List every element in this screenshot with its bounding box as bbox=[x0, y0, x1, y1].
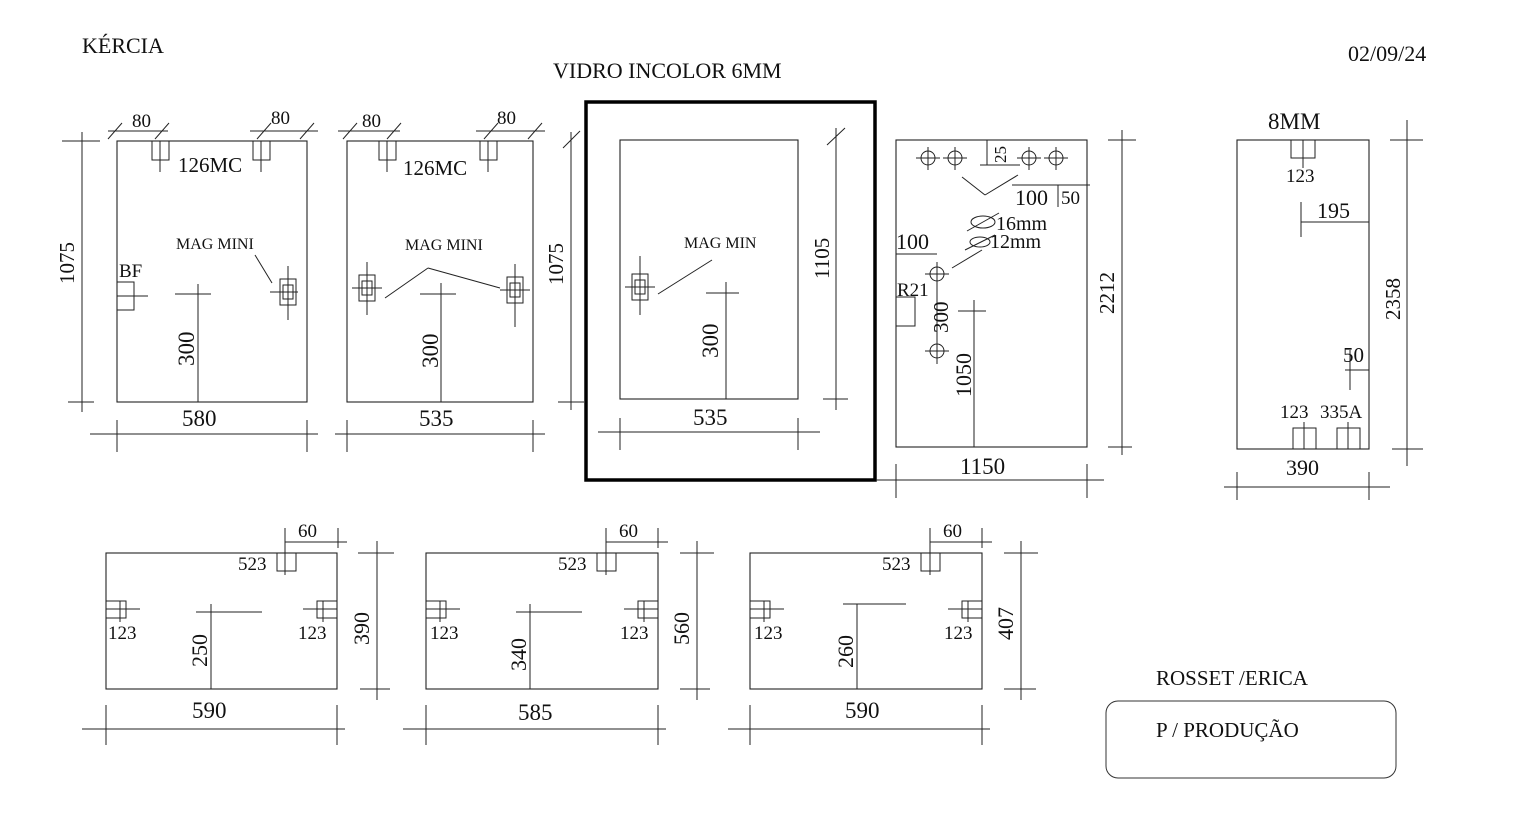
panel6-left-hinge: 123 bbox=[108, 623, 137, 644]
panel1-hinge-note: 126MC bbox=[178, 153, 242, 177]
panel8-left-hinge: 123 bbox=[754, 623, 783, 644]
panel4-left-offset: 100 bbox=[896, 229, 929, 254]
panel7-right-hinge: 123 bbox=[620, 623, 649, 644]
panel7-offset: 60 bbox=[619, 521, 638, 542]
panel4-top-offset: 25 bbox=[991, 146, 1010, 163]
panel1-height: 1075 bbox=[55, 242, 79, 284]
panel7-handle-height: 340 bbox=[506, 638, 531, 671]
panel6-handle-height: 250 bbox=[187, 634, 212, 667]
panel7-width: 585 bbox=[518, 700, 553, 725]
panel-2: 80 80 126MC 535 MAG MINI 300 1075 bbox=[335, 108, 584, 452]
panel4-hole-big: 16mm bbox=[996, 213, 1048, 235]
panel1-offset-right: 80 bbox=[271, 108, 290, 129]
panel7-height: 560 bbox=[669, 612, 694, 645]
panel-1: 80 80 126MC 1075 580 BF 300 MAG MINI bbox=[55, 108, 318, 452]
panel2-offset-left: 80 bbox=[362, 111, 381, 132]
panel6-height: 390 bbox=[349, 612, 374, 645]
panel5-thickness: 8MM bbox=[1268, 109, 1320, 134]
panel2-handle-height: 300 bbox=[418, 334, 443, 369]
sheet-title: VIDRO INCOLOR 6MM bbox=[553, 58, 782, 83]
production-stamp: P / PRODUÇÃO bbox=[1156, 718, 1299, 742]
panel2-width: 535 bbox=[419, 406, 454, 431]
panel5-height: 2358 bbox=[1381, 278, 1405, 320]
panel7-left-hinge: 123 bbox=[430, 623, 459, 644]
panel6-top-hinge: 523 bbox=[238, 554, 267, 575]
panel6-width: 590 bbox=[192, 698, 227, 723]
panel2-hinge-note: 126MC bbox=[403, 156, 467, 180]
panel-5: 8MM 123 195 50 123 335A 2358 390 bbox=[1224, 109, 1423, 500]
production-stamp-box bbox=[1105, 700, 1397, 779]
panel2-latch: MAG MINI bbox=[405, 237, 483, 254]
panel6-offset: 60 bbox=[298, 521, 317, 542]
highlight-frame bbox=[584, 100, 877, 482]
panel8-offset: 60 bbox=[943, 521, 962, 542]
panel5-top-hinge: 123 bbox=[1286, 166, 1315, 187]
panel5-width: 390 bbox=[1286, 455, 1319, 480]
panel2-offset-right: 80 bbox=[497, 108, 516, 129]
panel5-bottom-hinge-1: 123 bbox=[1280, 402, 1309, 423]
panel7-top-hinge: 523 bbox=[558, 554, 587, 575]
panel-8: 60 523 123 123 260 407 590 bbox=[728, 521, 1038, 745]
panel8-right-hinge: 123 bbox=[944, 623, 973, 644]
panel6-right-hinge: 123 bbox=[298, 623, 327, 644]
panel8-handle-height: 260 bbox=[833, 635, 858, 668]
panel1-width: 580 bbox=[182, 406, 217, 431]
panel3-width: 535 bbox=[693, 405, 728, 430]
panel4-height: 2212 bbox=[1095, 272, 1119, 314]
panel5-bottom-hinge-2: 335A bbox=[1320, 402, 1363, 423]
panel3-handle-height: 300 bbox=[698, 324, 723, 359]
panel4-hole-height: 300 bbox=[929, 302, 953, 334]
panel4-height-mark: 1050 bbox=[951, 353, 976, 397]
panel4-edge-offset: 50 bbox=[1061, 188, 1080, 209]
panel1-latch: MAG MINI bbox=[176, 236, 254, 253]
panel5-bottom-offset: 50 bbox=[1343, 343, 1364, 367]
panel3-height: 1105 bbox=[810, 238, 834, 279]
footer-names: ROSSET /ERICA bbox=[1156, 666, 1309, 690]
panel1-offset-left: 80 bbox=[132, 111, 151, 132]
panel3-latch: MAG MIN bbox=[684, 235, 757, 252]
panel-7: 60 523 123 123 340 560 585 bbox=[403, 521, 714, 745]
panel-3: 535 1105 MAG MIN 300 bbox=[584, 100, 877, 482]
panel4-corner-label: R21 bbox=[897, 280, 929, 301]
panel8-top-hinge: 523 bbox=[882, 554, 911, 575]
panel4-hole-small: 12mm bbox=[990, 231, 1042, 253]
panel1-handle-height: 300 bbox=[174, 332, 199, 367]
panel-6: 60 523 123 123 250 390 590 bbox=[82, 521, 394, 745]
panel4-hole-spacing: 100 bbox=[1015, 185, 1048, 210]
panel-4: 25 100 50 16mm 12mm 100 R21 300 1050 221… bbox=[876, 130, 1136, 498]
panel8-width: 590 bbox=[845, 698, 880, 723]
panel2-height: 1075 bbox=[544, 243, 568, 285]
panel8-height: 407 bbox=[993, 607, 1018, 640]
panel5-handle-offset: 195 bbox=[1317, 198, 1350, 223]
panel1-handle-label: BF bbox=[119, 261, 142, 282]
sheet-date: 02/09/24 bbox=[1348, 41, 1426, 66]
panel4-width: 1150 bbox=[960, 454, 1005, 479]
client-name: KÉRCIA bbox=[82, 33, 164, 58]
